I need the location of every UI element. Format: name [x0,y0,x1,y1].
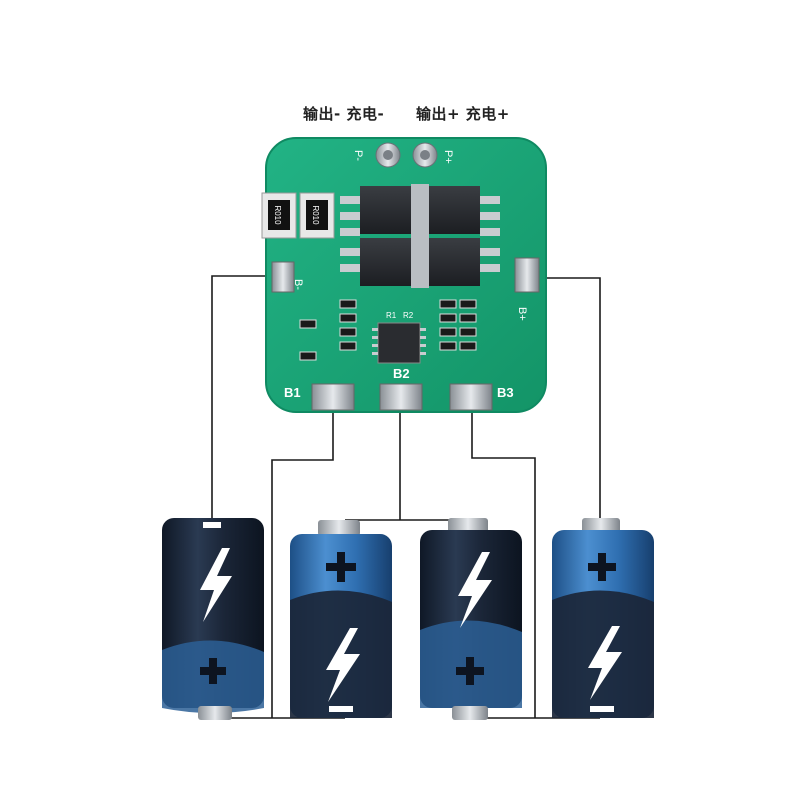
silk-b1: B1 [284,385,301,400]
silk-b-minus: B- [292,279,304,290]
negative-marker-icon [203,522,221,528]
b2-pad [379,383,423,411]
wire-b1 [271,410,334,718]
mosfet-grid [340,184,500,288]
mosfet-2 [428,186,480,234]
svg-text:R010: R010 [273,205,282,225]
battery-cell-4 [552,518,654,718]
silk-b2: B2 [393,366,410,381]
lightning-icon [326,628,360,702]
silk-r2: R2 [403,311,414,320]
mosfet-3 [360,238,412,286]
output-minus-charge-minus-label: 输出- 充电- [303,105,385,123]
silk-p-minus: P- [352,150,364,161]
lightning-icon [200,548,232,622]
b1-pad [311,383,355,411]
battery-cell-1 [162,518,264,720]
wire-b3 [471,410,536,718]
silk-r1: R1 [386,311,397,320]
b-minus-pad [271,261,295,293]
lightning-icon [588,626,622,700]
protection-ic [377,322,421,364]
mosfet-1 [360,186,412,234]
bms-pcb-board: P- P+ R010 R010 [261,137,547,413]
b3-pad [449,383,493,411]
b-plus-pad [514,257,540,293]
silk-p-plus: P+ [442,150,454,164]
negative-marker-icon [590,706,614,712]
resistor-r010-1: R010 [261,192,297,239]
negative-marker-icon [329,706,353,712]
mosfet-4 [428,238,480,286]
battery-cell-3 [420,518,522,720]
silk-b-plus: B+ [516,307,528,321]
svg-text:R010: R010 [311,205,320,225]
output-plus-charge-plus-label: 输出+ 充电+ [416,105,510,123]
lightning-icon [458,552,492,628]
wire-b-minus [211,275,272,520]
battery-cell-2 [290,520,392,718]
wire-b-plus [538,277,601,520]
silk-b3: B3 [497,385,514,400]
resistor-r010-2: R010 [299,192,335,239]
